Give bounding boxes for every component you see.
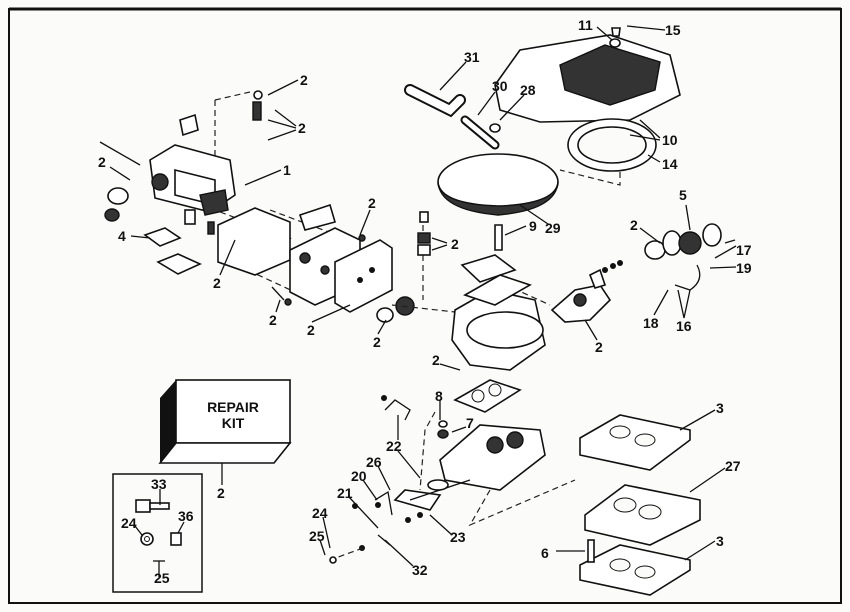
choke-assembly <box>644 223 736 291</box>
callout: 22 <box>386 438 402 454</box>
callout: 16 <box>676 318 692 334</box>
callout: 2 <box>269 312 277 328</box>
callout: 32 <box>412 562 428 578</box>
callout: 17 <box>736 242 752 258</box>
leader-lines <box>109 25 737 577</box>
callout: 33 <box>151 476 167 492</box>
callout: 27 <box>725 458 741 474</box>
callout: 21 <box>337 485 353 501</box>
callout: 14 <box>662 156 678 172</box>
callout: 18 <box>643 315 659 331</box>
repair-kit-box: REPAIR KIT <box>158 379 292 485</box>
callout: 24 <box>312 505 328 521</box>
callout: 6 <box>541 545 549 561</box>
callout: 2 <box>213 275 221 291</box>
callout: 23 <box>450 529 466 545</box>
callout: 1 <box>283 162 291 178</box>
callout: 19 <box>736 260 752 276</box>
callout: 9 <box>529 218 537 234</box>
air-cleaner-assembly <box>404 27 681 216</box>
callout: 2 <box>307 322 315 338</box>
callout: 8 <box>435 388 443 404</box>
repair-kit-label-line2: KIT <box>222 415 245 431</box>
callout: 2 <box>298 120 306 136</box>
throttle-body-assembly <box>329 379 701 596</box>
callout: 25 <box>309 528 325 544</box>
callout: 2 <box>368 195 376 211</box>
callout: 31 <box>464 49 480 65</box>
callout: 2 <box>217 485 225 501</box>
callout: 25 <box>154 570 170 586</box>
callout: 29 <box>545 220 561 236</box>
callout: 30 <box>492 78 508 94</box>
repair-kit-label-line1: REPAIR <box>207 399 259 415</box>
callout: 26 <box>366 454 382 470</box>
callout: 11 <box>578 17 593 33</box>
callout-labels: 2 2 2 1 4 2 2 2 2 2 2 9 29 31 30 28 11 1… <box>98 17 752 586</box>
callout: 10 <box>662 132 678 148</box>
callout: 3 <box>716 533 724 549</box>
callout: 20 <box>351 468 367 484</box>
callout: 3 <box>716 400 724 416</box>
metering-block-gaskets <box>217 203 415 323</box>
callout: 2 <box>373 334 381 350</box>
callout: 2 <box>595 339 603 355</box>
callout: 28 <box>520 82 536 98</box>
callout: 2 <box>300 72 308 88</box>
callout: 4 <box>118 228 126 244</box>
callout: 2 <box>98 154 106 170</box>
carburetor-main-body <box>391 211 623 371</box>
callout: 2 <box>451 236 459 252</box>
callout: 7 <box>466 415 474 431</box>
callout: 15 <box>665 22 681 38</box>
callout: 24 <box>121 515 137 531</box>
repair-kit-contents-box <box>112 473 203 593</box>
callout: 2 <box>432 352 440 368</box>
fuel-bowl-assembly <box>99 90 263 275</box>
callout: 2 <box>630 217 638 233</box>
callout: 5 <box>679 187 687 203</box>
callout: 36 <box>178 508 194 524</box>
